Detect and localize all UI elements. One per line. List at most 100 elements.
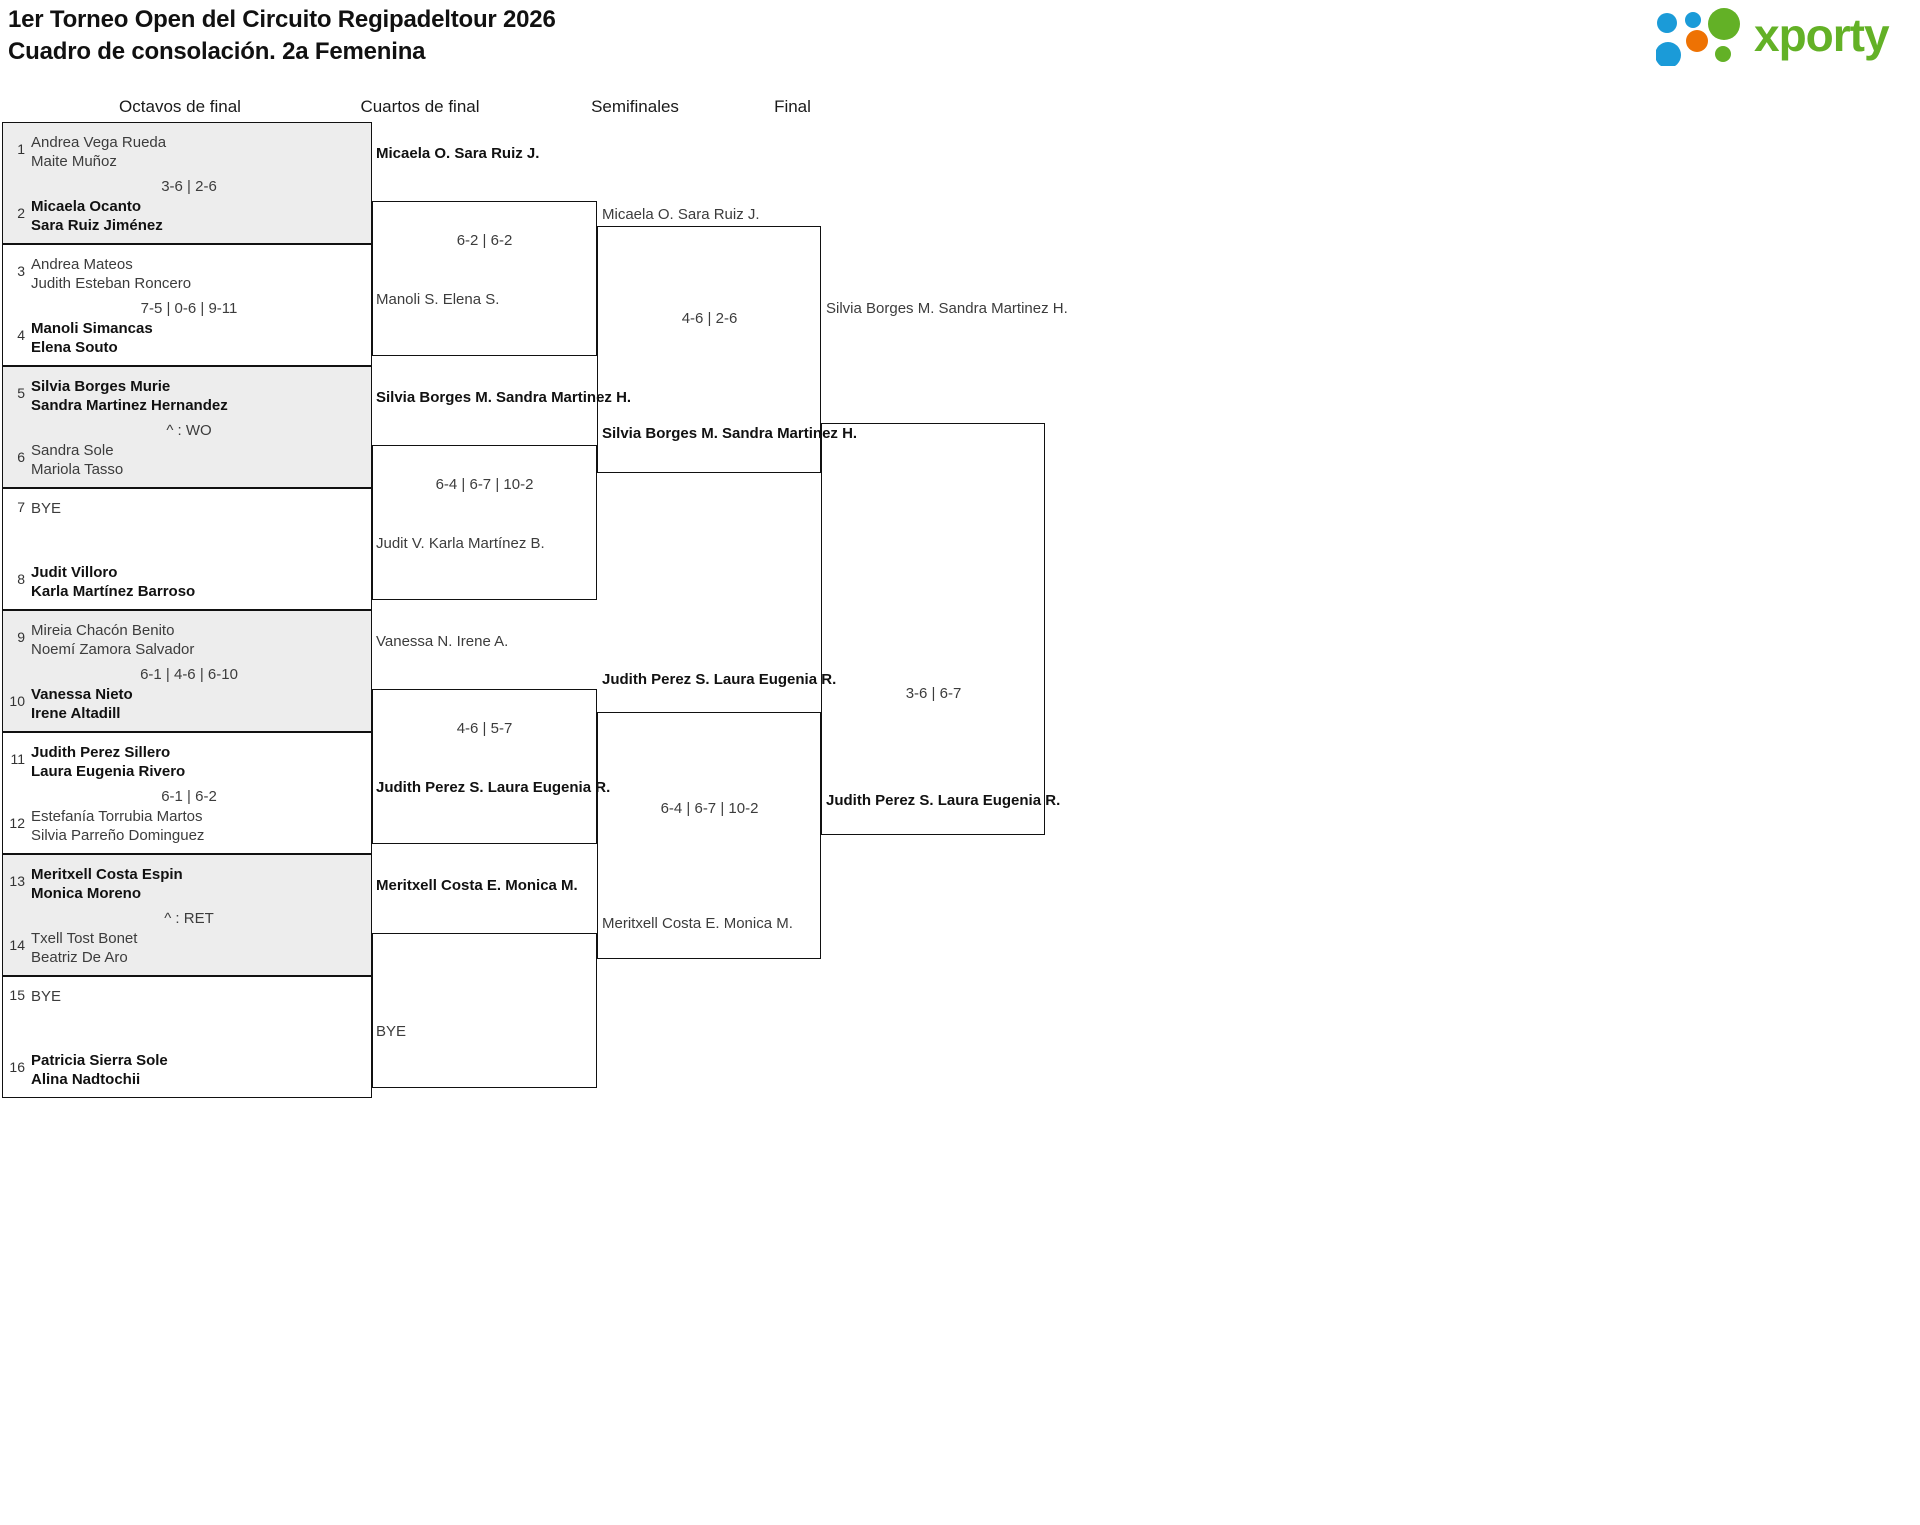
player-name: Mireia Chacón Benito — [31, 622, 175, 639]
player-name: Silvia Borges M. — [376, 389, 492, 406]
r3-match-2[interactable] — [597, 712, 821, 959]
r2-match-1[interactable] — [372, 201, 597, 356]
player-name: Vanessa Nieto — [31, 686, 133, 703]
player-name: Monica M. — [723, 915, 793, 932]
player-name: Judit Villoro — [31, 564, 118, 581]
team-top: Andrea Mateos Judith Esteban Roncero — [31, 255, 191, 293]
match-score: 3-6 | 2-6 — [161, 178, 217, 195]
r3-match-1-top-team: Micaela O. Sara Ruiz J. — [602, 205, 760, 224]
seed-number: 14 — [9, 937, 25, 953]
player-name: Maite Muñoz — [31, 153, 117, 170]
r2-match-4-top-team: Meritxell Costa E. Monica M. — [376, 876, 578, 895]
match-score: 6-1 | 6-2 — [161, 788, 217, 805]
player-name: Karla Martínez B. — [428, 535, 545, 552]
r2-match-3[interactable] — [372, 689, 597, 844]
r1-match-7[interactable]: 13 Meritxell Costa Espin Monica Moreno ^… — [2, 854, 372, 976]
page-title: 1er Torneo Open del Circuito Regipadelto… — [8, 4, 556, 68]
r2-match-4[interactable] — [372, 933, 597, 1088]
seed-number: 9 — [17, 629, 25, 645]
team-bottom: Vanessa Nieto Irene Altadill — [31, 685, 133, 723]
round-header-cuartos: Cuartos de final — [360, 97, 480, 116]
player-name: Monica M. — [505, 877, 578, 894]
player-name: Sara Ruiz J. — [454, 145, 540, 162]
r1-match-6[interactable]: 11 Judith Perez Sillero Laura Eugenia Ri… — [2, 732, 372, 854]
player-name: Sandra Sole — [31, 442, 114, 459]
player-name: Mariola Tasso — [31, 461, 124, 478]
r4-final-match[interactable] — [821, 423, 1045, 835]
r3-match-1[interactable] — [597, 226, 821, 473]
player-name: Irene A. — [456, 633, 509, 650]
r1-match-1[interactable]: 1 Andrea Vega Rueda Maite Muñoz 3-6 | 2-… — [2, 122, 372, 244]
player-name: Manoli S. — [376, 291, 439, 308]
player-name: Irene Altadill — [31, 705, 121, 722]
match-score: 6-4 | 6-7 | 10-2 — [660, 800, 759, 817]
match-score: ^ : RET — [164, 910, 214, 927]
player-name: Judith Perez S. — [602, 671, 710, 688]
seed-number: 8 — [17, 571, 25, 587]
r1-match-4[interactable]: 7 BYE 8 Judit Villoro Karla Martínez Bar… — [2, 488, 372, 610]
match-score: 6-2 | 6-2 — [456, 232, 513, 249]
team-bottom: Sandra Sole Mariola Tasso — [31, 441, 123, 479]
player-name: Alina Nadtochii — [31, 1071, 141, 1088]
player-name: Laura Eugenia Rivero — [31, 763, 186, 780]
match-score: 6-1 | 4-6 | 6-10 — [140, 666, 238, 683]
player-name: Silvia Parreño Dominguez — [31, 827, 205, 844]
team-bottom: Txell Tost Bonet Beatriz De Aro — [31, 929, 137, 967]
match-score: 4-6 | 5-7 — [456, 720, 513, 737]
player-name: BYE — [31, 500, 62, 517]
seed-number: 5 — [17, 385, 25, 401]
r1-match-3[interactable]: 5 Silvia Borges Murie Sandra Martinez He… — [2, 366, 372, 488]
player-name: Silvia Borges M. — [826, 300, 935, 317]
round-header-final: Final — [774, 97, 811, 116]
player-name: Vanessa N. — [376, 633, 453, 650]
seed-number: 1 — [17, 141, 25, 157]
r4-final-top-team: Silvia Borges M. Sandra Martinez H. — [826, 299, 1068, 318]
logo-dots-icon — [1656, 8, 1740, 66]
seed-number: 4 — [17, 327, 25, 343]
r2-match-3-top-team: Vanessa N. Irene A. — [376, 632, 508, 651]
player-name: Noemí Zamora Salvador — [31, 641, 195, 658]
team-top: BYE — [31, 987, 61, 1006]
r2-match-2[interactable] — [372, 445, 597, 600]
seed-number: 7 — [17, 499, 25, 515]
player-name: Meritxell Costa E. — [376, 877, 502, 894]
r1-match-2[interactable]: 3 Andrea Mateos Judith Esteban Roncero 7… — [2, 244, 372, 366]
team-top: BYE — [31, 499, 61, 518]
player-name: Silvia Borges M. — [602, 425, 718, 442]
r2-match-2-top-team: Silvia Borges M. Sandra Martinez H. — [376, 388, 631, 407]
player-name: Elena Souto — [31, 339, 118, 356]
player-name: Elena S. — [442, 291, 500, 308]
player-name: Micaela O. — [376, 145, 451, 162]
logo-wordmark: xporty — [1754, 9, 1890, 61]
player-name: Judith Perez S. — [376, 779, 484, 796]
tournament-title-line1: 1er Torneo Open del Circuito Regipadelto… — [8, 6, 556, 33]
player-name: BYE — [31, 988, 62, 1005]
player-name: Karla Martínez Barroso — [31, 583, 196, 600]
seed-number: 6 — [17, 449, 25, 465]
player-name: Laura Eugenia R. — [487, 779, 611, 796]
match-score: 6-4 | 6-7 | 10-2 — [435, 476, 534, 493]
r1-match-8[interactable]: 15 BYE 16 Patricia Sierra Sole Alina Nad… — [2, 976, 372, 1098]
round-header-octavos: Octavos de final — [119, 97, 241, 116]
player-name: Micaela O. — [602, 206, 674, 223]
r3-match-2-bottom-team: Meritxell Costa E. Monica M. — [602, 914, 793, 933]
player-name: Estefanía Torrubia Martos — [31, 808, 203, 825]
player-name: Sandra Martinez H. — [722, 425, 858, 442]
player-name: Judith Esteban Roncero — [31, 275, 192, 292]
seed-number: 10 — [9, 693, 25, 709]
match-score: ^ : WO — [166, 422, 212, 439]
team-top: Meritxell Costa Espin Monica Moreno — [31, 865, 183, 903]
team-top: Mireia Chacón Benito Noemí Zamora Salvad… — [31, 621, 194, 659]
team-bottom: Estefanía Torrubia Martos Silvia Parreño… — [31, 807, 204, 845]
team-top: Silvia Borges Murie Sandra Martinez Hern… — [31, 377, 228, 415]
r2-match-4-bottom-team: BYE — [376, 1022, 406, 1041]
r1-match-5[interactable]: 9 Mireia Chacón Benito Noemí Zamora Salv… — [2, 610, 372, 732]
player-name: Judit V. — [376, 535, 425, 552]
player-name: Beatriz De Aro — [31, 949, 128, 966]
player-name: Meritxell Costa Espin — [31, 866, 183, 883]
player-name: Silvia Borges Murie — [31, 378, 171, 395]
seed-number: 15 — [9, 987, 25, 1003]
seed-number: 3 — [17, 263, 25, 279]
r2-match-1-bottom-team: Manoli S. Elena S. — [376, 290, 499, 309]
